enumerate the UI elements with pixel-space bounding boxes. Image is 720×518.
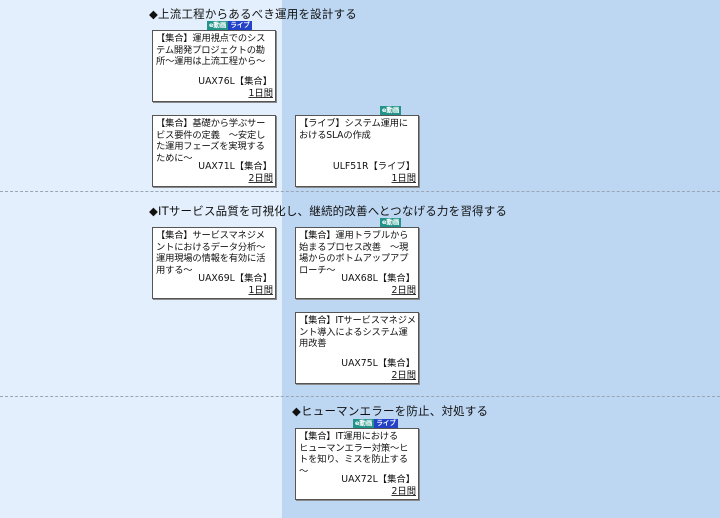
course-code: UAX75L【集合】	[341, 358, 415, 370]
course-card-uax71l[interactable]: 【集合】基礎から学ぶサービス要件の定義 ～安定した運用フェーズを実現するために～…	[152, 115, 276, 187]
evideo-badge: e動画	[380, 218, 402, 227]
card-badges: e動画 ライブ	[207, 21, 252, 30]
course-code: UAX68L【集合】	[341, 273, 415, 285]
card-badges: e動画 ライブ	[353, 419, 398, 428]
course-code: UAX69L【集合】	[198, 273, 272, 285]
course-duration: 2日間	[391, 285, 416, 297]
course-duration: 2日間	[391, 486, 416, 498]
section-heading-human-error: ◆ヒューマンエラーを防止、対処する	[292, 404, 489, 418]
course-title: 【ライブ】システム運用におけるSLAの作成	[299, 118, 408, 141]
course-card-ulf51r[interactable]: 【ライブ】システム運用におけるSLAの作成 ULF51R【ライブ】 1日間	[295, 115, 419, 187]
course-code: ULF51R【ライブ】	[332, 161, 415, 173]
course-title: 【集合】ITサービスマネジメント導入によるシステム運用改善	[299, 315, 416, 350]
section-heading-service-quality: ◆ITサービス品質を可視化し、継続的改善へとつなげる力を習得する	[149, 204, 508, 218]
course-code: UAX71L【集合】	[198, 161, 272, 173]
evideo-badge: e動画	[207, 21, 229, 30]
live-badge: ライブ	[228, 21, 252, 30]
evideo-badge: e動画	[380, 106, 402, 115]
course-title: 【集合】サービスマネジメントにおけるデータ分析～運用現場の情報を有効に活用する～	[156, 230, 266, 276]
card-badges: e動画	[380, 218, 402, 227]
evideo-badge: e動画	[353, 419, 375, 428]
course-duration: 2日間	[391, 370, 416, 382]
course-duration: 1日間	[248, 285, 273, 297]
course-title: 【集合】運用トラブルから始まるプロセス改善 ～現場からのボトムアップアプローチ～	[299, 230, 409, 276]
course-card-uax68l[interactable]: 【集合】運用トラブルから始まるプロセス改善 ～現場からのボトムアップアプローチ～…	[295, 227, 419, 299]
live-badge: ライブ	[374, 419, 398, 428]
card-badges: e動画	[380, 106, 402, 115]
course-card-uax76l[interactable]: 【集合】運用視点でのシステム開発プロジェクトの勘所～運用は上流工程から～ UAX…	[152, 30, 276, 102]
course-card-uax72l[interactable]: 【集合】IT運用における ヒューマンエラー対策～ヒトを知り、ミスを防止する～ U…	[295, 428, 419, 500]
course-title: 【集合】運用視点でのシステム開発プロジェクトの勘所～運用は上流工程から～	[156, 33, 266, 68]
course-duration: 1日間	[391, 173, 416, 185]
course-card-uax69l[interactable]: 【集合】サービスマネジメントにおけるデータ分析～運用現場の情報を有効に活用する～…	[152, 227, 276, 299]
section-divider	[0, 396, 720, 397]
course-card-uax75l[interactable]: 【集合】ITサービスマネジメント導入によるシステム運用改善 UAX75L【集合】…	[295, 312, 419, 384]
course-code: UAX76L【集合】	[198, 76, 272, 88]
section-heading-upstream-design: ◆上流工程からあるべき運用を設計する	[149, 7, 357, 21]
course-title: 【集合】IT運用における ヒューマンエラー対策～ヒトを知り、ミスを防止する～	[299, 431, 409, 477]
course-code: UAX72L【集合】	[341, 474, 415, 486]
course-title: 【集合】基礎から学ぶサービス要件の定義 ～安定した運用フェーズを実現するために～	[156, 118, 266, 164]
section-divider	[0, 191, 720, 192]
course-duration: 1日間	[248, 88, 273, 100]
course-duration: 2日間	[248, 173, 273, 185]
